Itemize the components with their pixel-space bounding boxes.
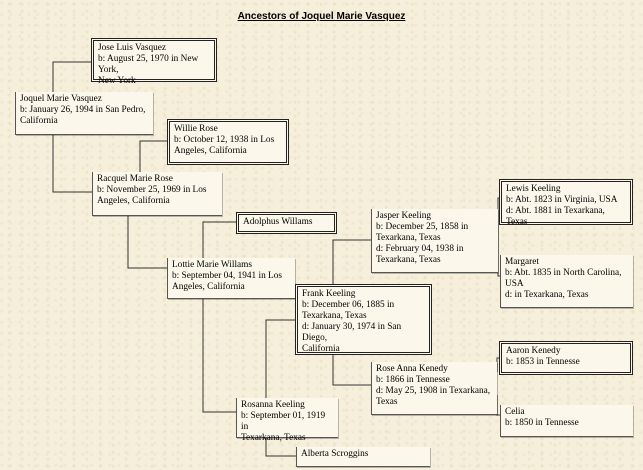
person-birth: b: Abt. 1823 in Virginia, USA: [506, 195, 618, 205]
person-birth-place: Texarkana, Texas: [302, 311, 367, 321]
person-birth-place: Angeles, California: [174, 146, 247, 156]
person-name: Aaron Kenedy: [506, 346, 561, 356]
connector-roseanna-mother: [496, 395, 500, 416]
connector-racquel-father: [139, 140, 167, 172]
person-name: Joquel Marie Vasquez: [20, 94, 102, 104]
person-name: Racquel Marie Rose: [97, 174, 173, 184]
person-name: Rosanna Keeling: [241, 400, 305, 410]
person-name: Alberta Scroggins: [301, 449, 369, 459]
person-name: Margaret: [505, 257, 539, 267]
person-celia[interactable]: Celia b: 1850 in Tennesse: [500, 405, 633, 437]
person-birth: b: October 12, 1938 in Los: [174, 135, 275, 145]
person-jasper-keeling[interactable]: Jasper Keeling b: December 25, 1858 in T…: [371, 209, 498, 273]
person-birth-place: New York: [98, 76, 136, 86]
connector-frank-mother: [332, 355, 371, 386]
person-margaret[interactable]: Margaret b: Abt. 1835 in North Carolina,…: [500, 255, 633, 308]
chart-title: Ancestors of Joquel Marie Vasquez: [237, 11, 406, 22]
person-death: d: May 25, 1908 in Texarkana,: [376, 386, 491, 396]
person-name: Frank Keeling: [302, 289, 356, 299]
person-racquel-marie-rose[interactable]: Racquel Marie Rose b: November 25, 1969 …: [92, 172, 222, 216]
person-name: Willie Rose: [174, 124, 218, 134]
person-death: d: January 30, 1974 in San Diego,: [302, 322, 402, 343]
person-death-place: California: [302, 344, 340, 354]
person-name: Jasper Keeling: [376, 211, 431, 221]
person-rose-anna-kenedy[interactable]: Rose Anna Kenedy b: 1866 in Tennesse d: …: [371, 362, 497, 415]
person-name: Lewis Keeling: [506, 184, 561, 194]
person-birth-place: Angeles, California: [172, 282, 245, 292]
person-birth: b: December 06, 1885 in: [302, 300, 395, 310]
person-aaron-kenedy[interactable]: Aaron Kenedy b: 1853 in Tennesse: [499, 341, 633, 375]
person-lewis-keeling[interactable]: Lewis Keeling b: Abt. 1823 in Virginia, …: [499, 179, 633, 227]
person-name: Rose Anna Kenedy: [376, 364, 448, 374]
person-name: Adolphus Willams: [243, 217, 313, 227]
person-birth-place: Texarkana, Texas: [241, 433, 306, 443]
person-death: d: in Texarkana, Texas: [505, 290, 589, 300]
person-name: Lottie Marie Willams: [172, 260, 253, 270]
connector-lottie-mother: [202, 298, 236, 413]
person-birth: b: 1850 in Tennesse: [505, 418, 579, 428]
person-jose-luis-vasquez[interactable]: Jose Luis Vasquez b: August 25, 1970 in …: [91, 38, 217, 86]
connector-frank-father: [332, 239, 371, 285]
connector-rosanna-father: [265, 319, 295, 398]
person-death-place: Texarkana, Texas: [376, 255, 441, 265]
person-adolphus-willams[interactable]: Adolphus Willams: [236, 212, 337, 234]
connector-rosanna-mother: [265, 435, 296, 457]
person-birth-place: USA: [505, 279, 524, 289]
person-joquel-marie-vasquez[interactable]: Joquel Marie Vasquez b: January 26, 1994…: [15, 92, 153, 135]
person-birth: b: 1866 in Tennesse: [376, 375, 450, 385]
person-birth: b: August 25, 1970 in New York,: [98, 54, 199, 75]
person-birth: b: 1853 in Tennesse: [506, 357, 580, 367]
person-death: d: Abt. 1881 in Texarkana, Texas: [506, 206, 605, 227]
person-lottie-marie-willams[interactable]: Lottie Marie Willams b: September 04, 19…: [167, 258, 295, 299]
connector-lottie-father: [202, 221, 236, 258]
person-willie-rose[interactable]: Willie Rose b: October 12, 1938 in Los A…: [167, 119, 289, 165]
person-birth: b: November 25, 1969 in Los: [97, 185, 207, 195]
person-birth-place: California: [20, 116, 58, 126]
person-birth: b: December 25, 1858 in: [376, 222, 469, 232]
person-name: Jose Luis Vasquez: [98, 43, 166, 53]
person-birth: b: September 01, 1919 in: [241, 411, 326, 432]
person-birth-place: Angeles, California: [97, 196, 170, 206]
person-alberta-scroggins[interactable]: Alberta Scroggins: [296, 447, 430, 467]
person-birth: b: September 04, 1941 in Los: [172, 271, 283, 281]
person-name: Celia: [505, 407, 525, 417]
connector-joquel-mother: [52, 134, 92, 193]
person-birth: b: January 26, 1994 in San Pedro,: [20, 105, 146, 115]
person-frank-keeling[interactable]: Frank Keeling b: December 06, 1885 in Te…: [295, 284, 432, 355]
person-birth: b: Abt. 1835 in North Carolina,: [505, 268, 622, 278]
connector-joquel-father: [52, 61, 92, 92]
connector-jasper-mother: [497, 240, 500, 277]
person-death-place: Texas: [376, 397, 398, 407]
connector-racquel-mother: [127, 216, 167, 269]
person-death: d: February 04, 1938 in: [376, 244, 464, 254]
person-rosanna-keeling[interactable]: Rosanna Keeling b: September 01, 1919 in…: [236, 398, 338, 443]
person-birth-place: Texarkana, Texas: [376, 233, 441, 243]
